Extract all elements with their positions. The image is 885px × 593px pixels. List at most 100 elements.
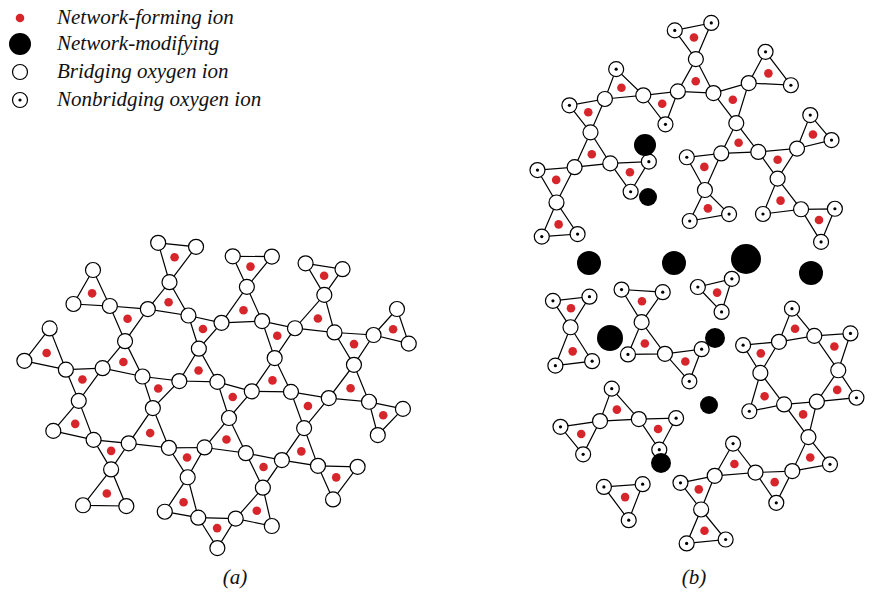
legend-symbol	[13, 65, 28, 80]
nonbridging-dot	[627, 519, 630, 522]
bridging-oxygen	[694, 502, 709, 517]
network-forming-ion	[770, 478, 779, 487]
network-forming-ion	[332, 473, 341, 482]
bridging-oxygen	[239, 279, 254, 294]
network-forming-ion	[773, 155, 782, 164]
bridging-oxygen	[172, 374, 187, 389]
network-forming-ion	[107, 447, 116, 456]
legend-symbol	[9, 33, 31, 55]
bridging-oxygen	[264, 249, 279, 264]
network-b	[530, 15, 864, 550]
nonbridging-dot	[591, 360, 594, 363]
network-forming-ion	[78, 375, 87, 384]
nonbridging-dot	[731, 442, 734, 445]
bridging-oxygen	[214, 315, 229, 330]
bridging-oxygen	[151, 235, 166, 250]
bridging-oxygen	[17, 353, 32, 368]
nonbridging-oxygen	[843, 326, 858, 341]
bridging-oxygen	[118, 334, 133, 349]
bridging-oxygen	[42, 321, 57, 336]
network-forming-ion	[584, 108, 593, 117]
nonbridging-oxygen	[576, 447, 591, 462]
nonbridging-oxygen	[769, 495, 784, 510]
bridging-oxygen	[790, 141, 805, 156]
nonbridging-dot	[849, 332, 852, 335]
panel-label: (a)	[223, 567, 248, 588]
network-forming-ion	[273, 331, 282, 340]
network-forming-ion	[621, 493, 630, 502]
nonbridging-dot	[696, 285, 699, 288]
bridging-oxygen	[210, 374, 225, 389]
bridging-oxygen	[86, 432, 101, 447]
bridging-oxygen	[395, 401, 410, 416]
nonbridging-oxygen	[620, 347, 635, 362]
network-forming-ion	[799, 410, 808, 419]
network-forming-ion	[654, 425, 663, 434]
network-forming-ion	[228, 393, 237, 402]
network-modifying-ion	[651, 453, 671, 473]
nonbridging-dot	[626, 353, 629, 356]
bridging-oxygen	[102, 298, 117, 313]
nonbridging-oxygen	[690, 280, 705, 295]
network-forming-ion	[119, 358, 128, 367]
network-forming-ion	[146, 429, 155, 438]
nonbridging-dot	[588, 295, 591, 298]
nonbridging-oxygen	[724, 271, 739, 286]
network-forming-ion	[103, 489, 112, 498]
nonbridging-oxygen	[570, 227, 585, 242]
network-forming-ion	[613, 405, 622, 414]
bridging-oxygen	[753, 365, 768, 380]
bridging-oxygen	[121, 436, 136, 451]
bridging-oxygen	[807, 328, 822, 343]
network-modifying-ion	[705, 328, 725, 348]
nonbridging-dot	[559, 425, 562, 428]
network-forming-ion	[554, 220, 563, 229]
nonbridging-oxygen	[553, 419, 568, 434]
nonbridging-oxygen	[722, 207, 737, 222]
nonbridging-oxygen	[562, 98, 577, 113]
bridging-oxygen	[809, 394, 824, 409]
bridging-oxygen	[335, 262, 350, 277]
bridging-oxygen	[66, 296, 81, 311]
bridging-oxygen	[287, 321, 302, 336]
bridging-oxygen	[71, 393, 86, 408]
bridging-oxygen	[135, 369, 150, 384]
bridging-oxygen	[238, 446, 253, 461]
network-modifying-ion	[799, 261, 823, 285]
network-forming-ion	[154, 384, 163, 393]
bridging-oxygen	[228, 511, 243, 526]
bridging-oxygen	[321, 391, 336, 406]
network-forming-ion	[713, 288, 722, 297]
network-forming-ion	[304, 402, 313, 411]
nonbridging-oxygen	[736, 338, 751, 353]
bridging-oxygen	[162, 275, 177, 290]
bridging-oxygen	[670, 84, 685, 99]
panel-label: (b)	[682, 567, 707, 588]
bridging-oxygen	[401, 336, 416, 351]
nonbridging-oxygen	[673, 475, 688, 490]
nonbridging-oxygen	[742, 404, 757, 419]
network-modifying-ion	[577, 251, 601, 275]
bridging-oxygen	[370, 428, 385, 443]
bridging-oxygen	[197, 440, 212, 455]
nonbridging-oxygen	[714, 304, 729, 319]
panel-label-text: (b)	[682, 565, 707, 589]
nonbridging-dot	[647, 160, 650, 163]
network-forming-ion	[730, 460, 739, 469]
bridging-oxygen	[549, 195, 564, 210]
nonbridging-dot	[790, 307, 793, 310]
bridging-oxygen	[636, 88, 651, 103]
nonbridging-oxygen	[548, 358, 563, 373]
bridging-oxygen	[751, 144, 766, 159]
bridging-oxygen	[631, 412, 646, 427]
network-forming-ion	[626, 168, 635, 177]
bridging-oxygen	[777, 397, 792, 412]
legend-entry: Network-forming ion	[57, 7, 234, 28]
network-forming-ion	[567, 304, 576, 313]
legend-entry: Nonbridging oxygen ion	[57, 89, 261, 110]
network-forming-ion	[183, 453, 192, 462]
nonbridging-oxygen	[621, 513, 636, 528]
bridging-oxygen	[593, 414, 608, 429]
network-forming-ion	[350, 340, 359, 349]
bridging-oxygen	[707, 468, 722, 483]
